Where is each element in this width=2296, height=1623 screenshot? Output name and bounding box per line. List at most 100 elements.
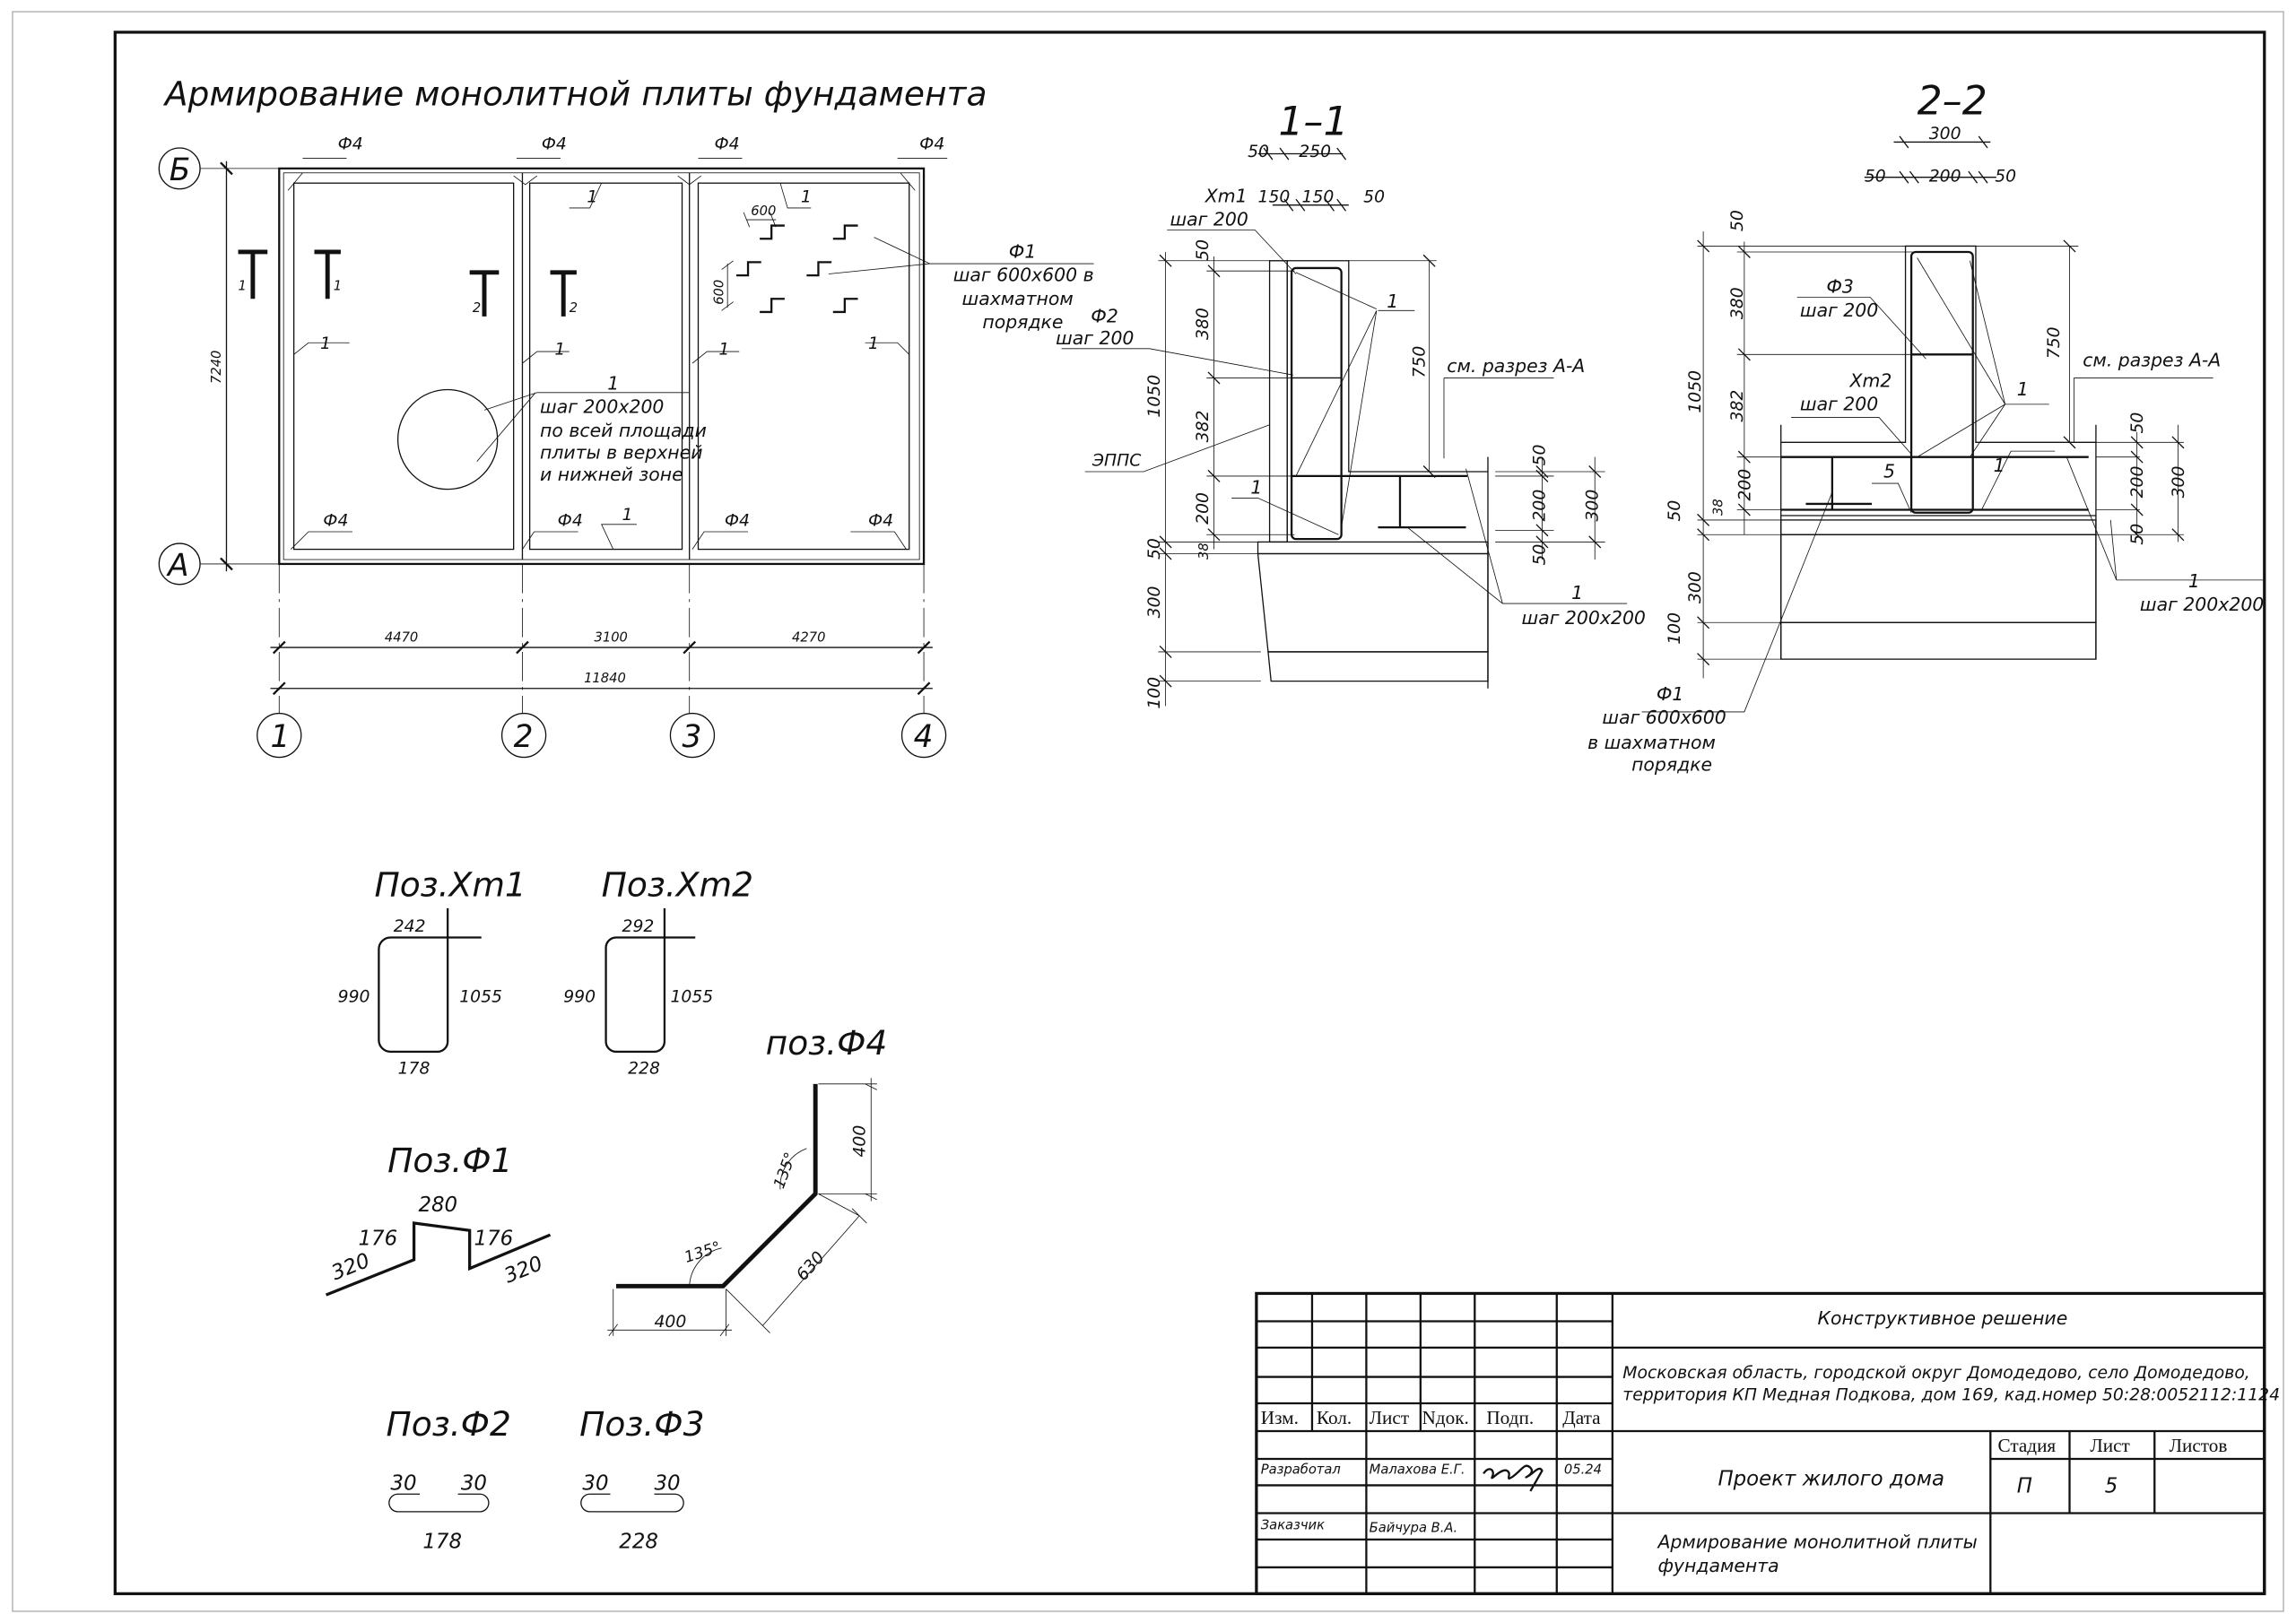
axis-bubble-b: Б xyxy=(158,147,201,190)
drawing-label: территория КП Медная Подкова, дом 169, к… xyxy=(1622,1386,2280,1405)
signature xyxy=(1483,1464,1544,1492)
drawing-label: 242 xyxy=(394,917,426,936)
drawing-label: 292 xyxy=(622,917,655,936)
axis-bubble-3: 3 xyxy=(669,712,716,759)
drawing-label: ЭППС xyxy=(1091,451,1142,470)
drawing-label: Ф4 xyxy=(338,135,363,154)
drawing-label: 990 xyxy=(563,987,596,1006)
drawing-label: 300 xyxy=(1584,490,1603,522)
drawing-label: 600 xyxy=(751,204,776,219)
drawing-label: 750 xyxy=(2045,326,2064,359)
drawing-label: Листов xyxy=(2170,1435,2228,1456)
drawing-label: 1 xyxy=(1250,477,1262,499)
drawing-label: Байчура В.А. xyxy=(1370,1521,1457,1536)
drawing-label: 1 xyxy=(320,334,331,353)
page-border xyxy=(12,11,2284,1612)
drawing-label: 100 xyxy=(1665,612,1684,645)
drawing-label: 2 xyxy=(473,300,481,316)
cage-xm1 xyxy=(1290,266,1343,541)
drawing-label: 1 xyxy=(622,506,633,525)
drawing-label: 50 xyxy=(1363,187,1385,206)
drawing-label: 1050 xyxy=(1145,375,1164,418)
bending-xm2: Поз.Хm2 292 990 1055 228 xyxy=(563,865,753,1079)
header-ndok: Nдок. xyxy=(1422,1407,1468,1428)
drawing-label: шаг 200 xyxy=(1056,327,1134,349)
drawing-label: 382 xyxy=(1194,411,1213,443)
drawing-label: шаг 200 xyxy=(1800,299,1878,321)
header-podp: Подп. xyxy=(1486,1407,1534,1428)
drawing-label: 50 xyxy=(1145,538,1164,560)
drawing-label: 750 xyxy=(1411,346,1430,378)
drawing-label: 135° xyxy=(770,1150,800,1192)
drawing-label: 1 xyxy=(1387,291,1398,312)
drawing-label: 30 xyxy=(654,1471,680,1495)
drawing-label: 150 xyxy=(1258,187,1291,206)
drawing-label: 176 xyxy=(474,1228,514,1251)
drawing-label: Поз.Хm1 xyxy=(374,865,526,905)
drawing-label: Ф2 xyxy=(1091,305,1118,326)
section-mark-2b: 2 xyxy=(550,270,578,317)
drawing-label: шаг 200 xyxy=(1800,393,1878,414)
sheet-title: Армирование монолитной плиты фундамента xyxy=(163,74,987,114)
drawing-label: 300 xyxy=(1686,571,1705,603)
bending-f1: Поз.Ф1 280 176 176 320 320 xyxy=(325,1141,552,1297)
drawing-label: Ф4 xyxy=(558,511,583,530)
drawing-label: 2–2 xyxy=(1918,78,1987,124)
drawing-label: 30 xyxy=(390,1471,416,1495)
sand-layer xyxy=(1257,552,1489,653)
bending-xm1: Поз.Хm1 242 990 1055 178 xyxy=(338,865,526,1079)
drawing-label: 1 xyxy=(2017,378,2029,400)
drawing-label: 1 xyxy=(718,340,729,359)
drawing-label: 3100 xyxy=(595,630,628,646)
drawing-label: Ф1 xyxy=(1009,241,1037,263)
chair-f1-layout: 600 600 Ф1 шаг 600х600 в шахматном поряд… xyxy=(711,204,1093,333)
mesh-detail-circle: 1 шаг 200х200 по всей площади плиты в ве… xyxy=(396,373,707,490)
drawing-label: 11840 xyxy=(584,671,626,686)
drawing-label: 382 xyxy=(1728,390,1747,422)
drawing-label: 05.24 xyxy=(1564,1462,1602,1477)
bending-f4: поз.Ф4 400 630 400 135° 135° xyxy=(607,1023,887,1337)
drawing-label: Б xyxy=(170,152,191,188)
drawing-label: 50 xyxy=(1531,445,1550,466)
drawing-label: 1 xyxy=(2188,570,2200,592)
drawing-label: Ф4 xyxy=(714,135,739,154)
header-kol: Кол. xyxy=(1317,1407,1352,1428)
drawing-label: Ф4 xyxy=(868,511,893,530)
drawing-label: Хm2 xyxy=(1848,369,1892,391)
drawing-label: плиты в верхней xyxy=(540,441,702,463)
drawing-label: 178 xyxy=(422,1531,462,1554)
drawing-label: 178 xyxy=(398,1059,430,1078)
drawing-label: 1 xyxy=(554,340,565,359)
drawing-label: 400 xyxy=(654,1313,686,1332)
drawing-label: 1050 xyxy=(1686,370,1705,413)
drawing-label: 7240 xyxy=(209,351,224,384)
drawing-label: 1 xyxy=(270,719,290,755)
drawing-label: 630 xyxy=(793,1248,829,1285)
drawing-label: 50 xyxy=(1995,168,2016,187)
section-2-2: 2–2 300 50 200 50 1050 50 380 382 200 38… xyxy=(1587,78,2264,775)
drawing-label: 320 xyxy=(501,1252,546,1288)
drawing-label: см. разрез А-А xyxy=(1447,355,1585,377)
drawing-label: Ф3 xyxy=(1826,276,1854,298)
drawing-label: 4270 xyxy=(792,630,825,646)
drawing-label: 1 xyxy=(1571,582,1583,603)
drawing-label: 1 xyxy=(607,373,619,395)
drawing-label: Ф4 xyxy=(919,135,944,154)
drawing-label: 300 xyxy=(1929,125,1961,143)
section-mark-1b: 1 xyxy=(314,249,342,299)
drawing-label: Стадия xyxy=(1997,1435,2056,1456)
wall-slab-outline xyxy=(1286,260,1488,542)
drawing-label: 380 xyxy=(1728,287,1747,319)
drawing-label: 200 xyxy=(1531,490,1550,522)
drawing-label: 300 xyxy=(1145,586,1164,619)
drawing-label: 50 xyxy=(1531,544,1550,566)
drawing-label: Поз.Ф3 xyxy=(579,1404,704,1444)
drawing-label: в шахматном xyxy=(1587,732,1716,753)
bending-f3: Поз.Ф3 30 30 228 xyxy=(579,1404,704,1554)
drawing-label: 1 xyxy=(334,278,342,293)
drawing-label: 400 xyxy=(851,1125,870,1158)
corner-bar-labels: Ф4 Ф4 Ф4 Ф4 Ф4 Ф4 Ф4 Ф4 xyxy=(287,135,948,550)
drawing-label: 1055 xyxy=(670,987,713,1006)
section-1-1: 1–1 50 250 150 150 50 1050 50 380 382 20… xyxy=(1056,99,1646,708)
